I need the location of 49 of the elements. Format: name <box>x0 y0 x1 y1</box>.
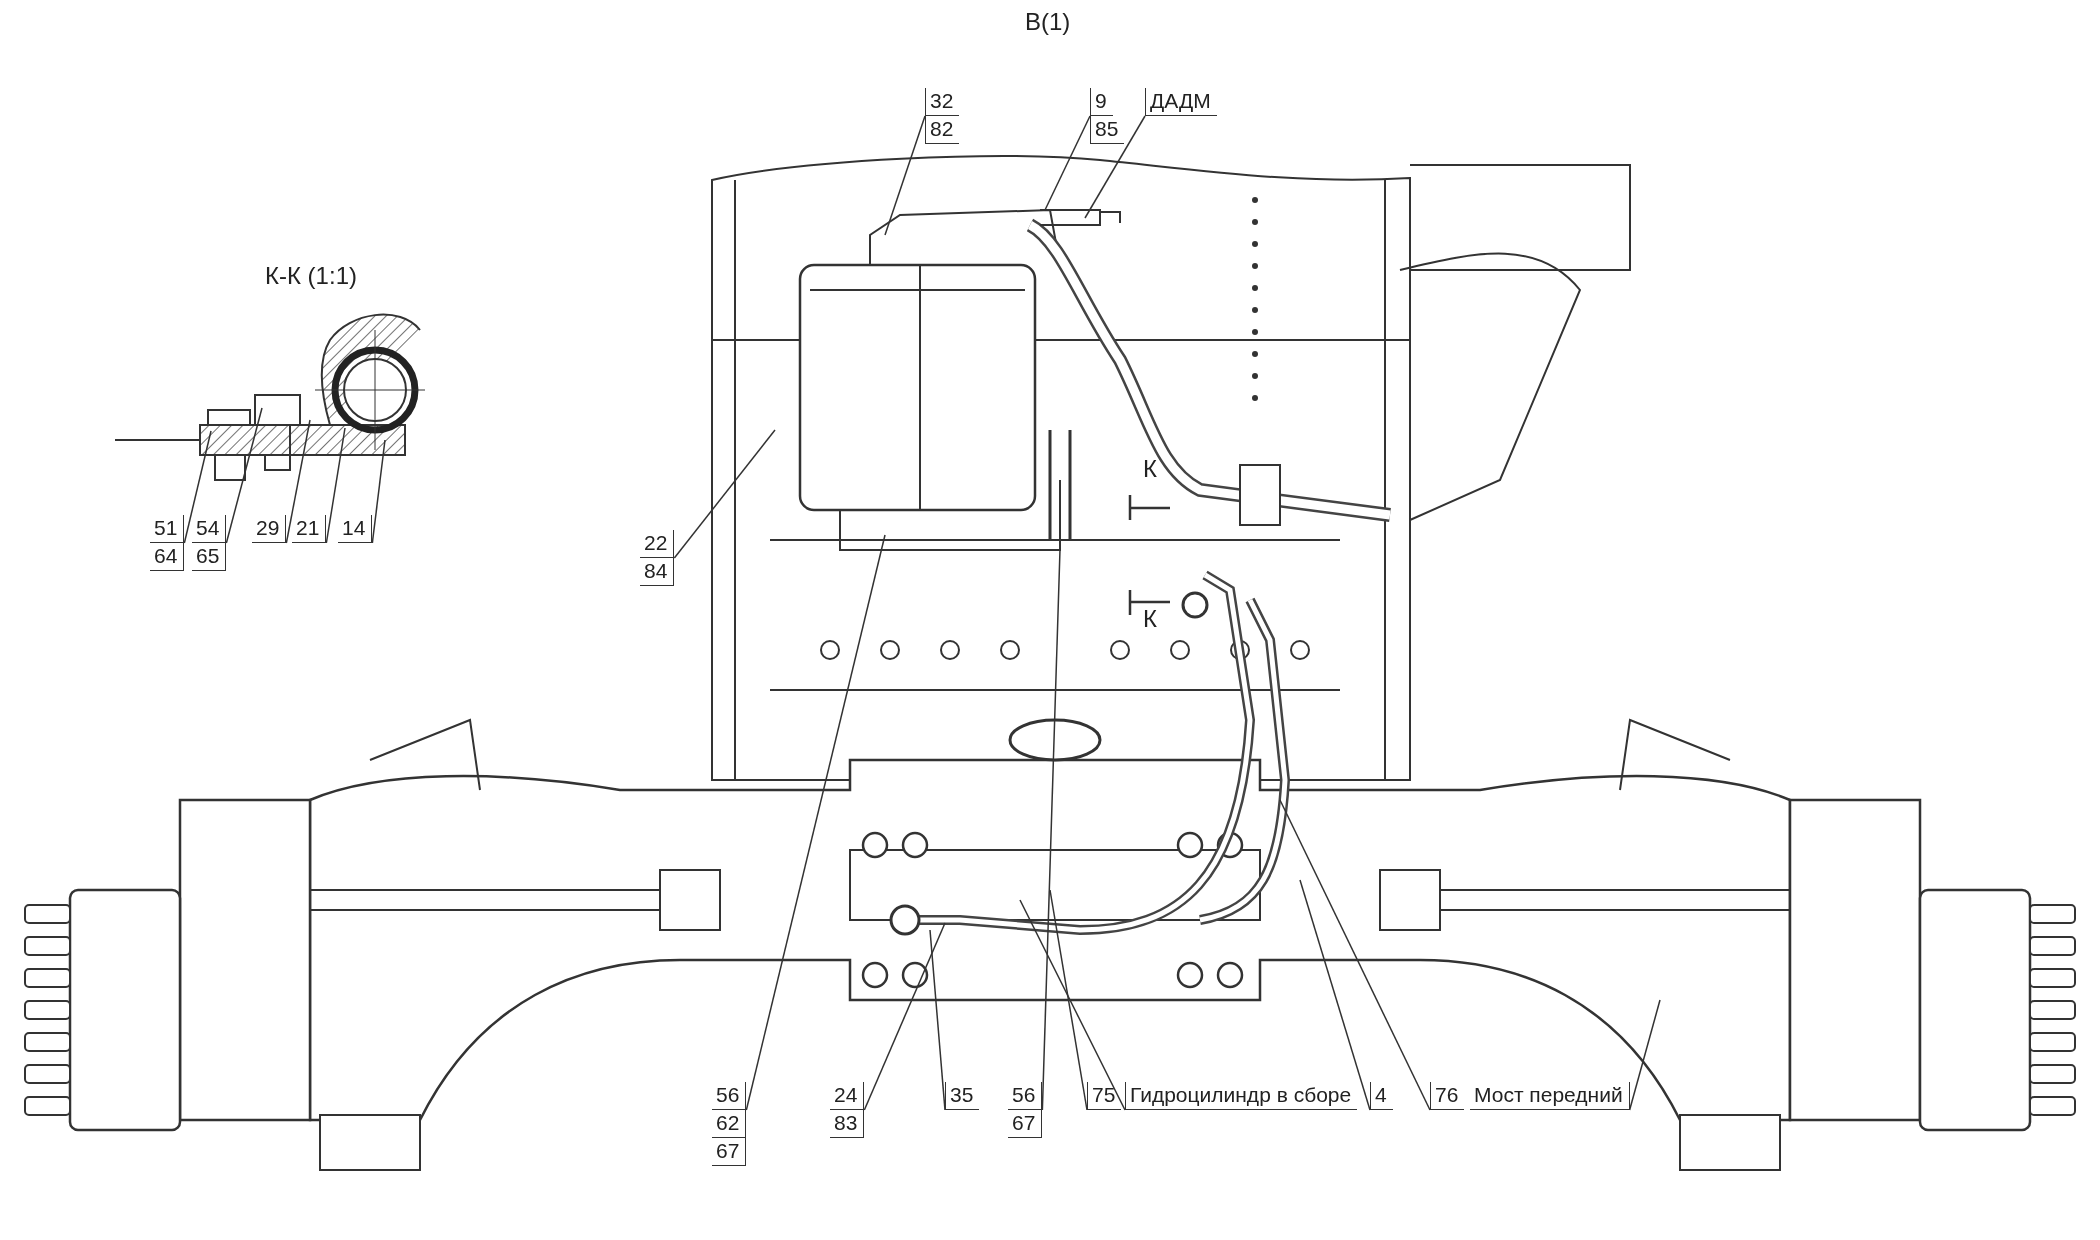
callout-number: 29 <box>252 515 287 543</box>
leader-line <box>1279 799 1431 1111</box>
callout-number: 56 <box>1008 1082 1043 1110</box>
leader-line <box>863 922 946 1111</box>
leader-line <box>371 439 386 544</box>
leader-line <box>884 115 926 236</box>
callout-number: 84 <box>640 558 675 586</box>
callout-number: 64 <box>150 543 185 571</box>
callout-number: 85 <box>1090 116 1125 144</box>
callout-number: 62 <box>712 1110 747 1138</box>
leader-line <box>225 407 263 544</box>
callout-number: 65 <box>192 543 227 571</box>
callout-number: 76 <box>1430 1082 1465 1110</box>
callout-number: 67 <box>1008 1110 1043 1138</box>
callout-number: 67 <box>712 1138 747 1166</box>
callout-number: 4 <box>1370 1082 1393 1110</box>
part-name: Мост передний <box>1470 1082 1630 1110</box>
leader-line <box>745 534 886 1111</box>
callout-number: 51 <box>150 515 185 543</box>
callout-number: 75 <box>1087 1082 1122 1110</box>
leader-line <box>929 929 946 1111</box>
section-letter: К <box>1143 605 1157 633</box>
callout-number: 24 <box>830 1082 865 1110</box>
leader-line <box>673 429 776 559</box>
leader-line <box>325 427 346 544</box>
callout-number: 56 <box>712 1082 747 1110</box>
leader-line <box>285 419 311 544</box>
drawing-title: В(1) <box>1025 8 1071 36</box>
leader-line <box>1049 889 1088 1111</box>
part-name: Гидроцилиндр в сборе <box>1125 1082 1358 1110</box>
section-letter: К <box>1143 455 1157 483</box>
leader-line <box>1084 115 1146 219</box>
callout-number: 32 <box>925 88 960 116</box>
leader-line <box>1019 899 1126 1111</box>
callout-number: 21 <box>292 515 327 543</box>
leader-line <box>1628 999 1661 1111</box>
leader-line <box>1041 549 1061 1111</box>
callout-number: 14 <box>338 515 373 543</box>
callout-number: 9 <box>1090 88 1113 116</box>
leader-line <box>1299 879 1371 1111</box>
leader-line <box>183 430 212 544</box>
callout-number: 35 <box>945 1082 980 1110</box>
callout-number: 22 <box>640 530 675 558</box>
part-name: ДАДМ <box>1145 88 1217 116</box>
callout-number: 83 <box>830 1110 865 1138</box>
callout-number: 82 <box>925 116 960 144</box>
callout-number: 54 <box>192 515 227 543</box>
section-title: К-К (1:1) <box>265 262 357 290</box>
leader-line <box>1044 115 1091 211</box>
